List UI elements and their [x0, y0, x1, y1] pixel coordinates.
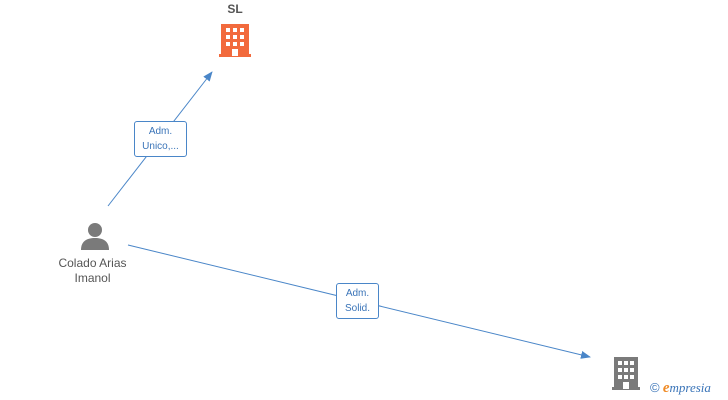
edge-label-top-line1: Adm.: [148, 126, 173, 137]
person-label[interactable]: Colado Arias Imanol: [40, 256, 145, 286]
edge-label-top-line2: Unico,...: [142, 141, 179, 152]
edge-label-bottom-line1: Adm.: [345, 288, 370, 299]
edge-label-bottom-line2: Solid.: [344, 303, 370, 314]
company-top-label[interactable]: SL: [227, 2, 243, 16]
brand-watermark: © empresia: [650, 380, 711, 397]
person-icon[interactable]: [81, 223, 109, 250]
building-icon[interactable]: [219, 24, 251, 57]
edge-label-top[interactable]: Adm. Unico,...: [134, 121, 187, 157]
building-icon[interactable]: [612, 357, 640, 390]
brand-name: mpresia: [669, 380, 711, 395]
person-label-line2: Imanol: [74, 271, 111, 285]
person-label-line1: Colado Arias: [58, 256, 127, 270]
edge-label-bottom[interactable]: Adm. Solid.: [336, 283, 379, 319]
copyright-symbol: ©: [650, 380, 660, 395]
brand-initial: e: [662, 380, 670, 396]
